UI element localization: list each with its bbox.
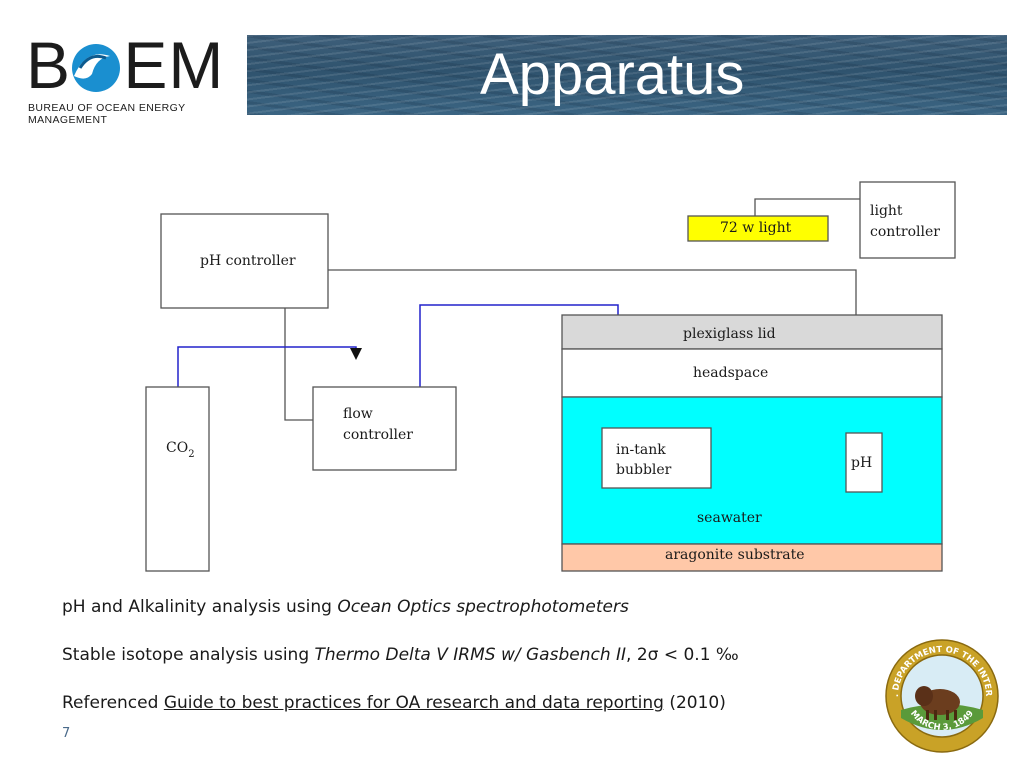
co2-tank-box <box>145 386 210 572</box>
light-controller-label-1: light <box>870 203 903 219</box>
guide-link[interactable]: Guide to best practices for OA research … <box>163 693 664 713</box>
note-3-tail: (2010) <box>663 693 726 713</box>
wave-icon <box>69 41 123 95</box>
flow-controller-label-2: controller <box>343 427 413 443</box>
logo-wordmark: BOEM <box>26 28 225 102</box>
substrate-label: aragonite substrate <box>665 547 805 563</box>
boem-logo: BOEM Bureau of Ocean Energy Management <box>22 28 240 126</box>
co2-label-subscript: 2 <box>188 449 194 460</box>
co2-label-main: CO <box>166 440 188 456</box>
lid-label: plexiglass lid <box>683 326 776 342</box>
note-2-tail: , 2σ < 0.1 ‰ <box>626 645 739 665</box>
bubbler-label-1: in-tank <box>616 442 666 458</box>
ph-controller-to-flow-line <box>284 308 313 421</box>
ph-controller-box <box>160 213 329 309</box>
title-banner <box>247 35 1007 115</box>
note-line-3: Referenced Guide to best practices for O… <box>62 693 726 713</box>
note-1-italic: Ocean Optics spectrophotometers <box>337 597 629 617</box>
ph-probe-label: pH <box>851 455 872 471</box>
note-1-plain: pH and Alkalinity analysis using <box>62 597 338 617</box>
arrow-co2-to-flow <box>350 348 362 360</box>
bubbler-box <box>601 427 712 489</box>
light-controller-label-2: controller <box>870 224 940 240</box>
note-3-plain: Referenced <box>62 693 164 713</box>
seawater-label: seawater <box>697 510 762 526</box>
ph-probe-box <box>845 432 883 493</box>
light-controller-box <box>859 181 956 259</box>
doi-bison-seal-icon: U.S. DEPARTMENT OF THE INTERIOR MARCH 3,… <box>884 638 999 753</box>
light-box <box>687 215 829 242</box>
bubbler-label-2: bubbler <box>616 462 672 478</box>
flow-controller-label-1: flow <box>343 406 373 422</box>
apparatus-diagram: pH controller 72 w light light controlle… <box>145 181 956 572</box>
co2-to-flow-line <box>177 346 357 387</box>
headspace-label: headspace <box>693 365 768 381</box>
light-label: 72 w light <box>720 220 792 236</box>
note-2-italic: Thermo Delta V IRMS w/ Gasbench II <box>314 645 627 665</box>
ph-controller-label: pH controller <box>200 253 296 269</box>
page-number: 7 <box>62 726 71 741</box>
aragonite-substrate <box>561 543 943 572</box>
flow-controller-box <box>312 386 457 471</box>
gas-lines <box>177 304 619 387</box>
note-2-plain: Stable isotope analysis using <box>62 645 315 665</box>
page-title: Apparatus <box>480 42 745 107</box>
plexiglass-lid <box>561 314 943 350</box>
note-line-2: Stable isotope analysis using Thermo Del… <box>62 645 739 665</box>
note-line-1: pH and Alkalinity analysis using Ocean O… <box>62 597 629 617</box>
co2-label: CO2 <box>166 440 195 460</box>
logo-subtitle: Bureau of Ocean Energy Management <box>28 102 186 126</box>
